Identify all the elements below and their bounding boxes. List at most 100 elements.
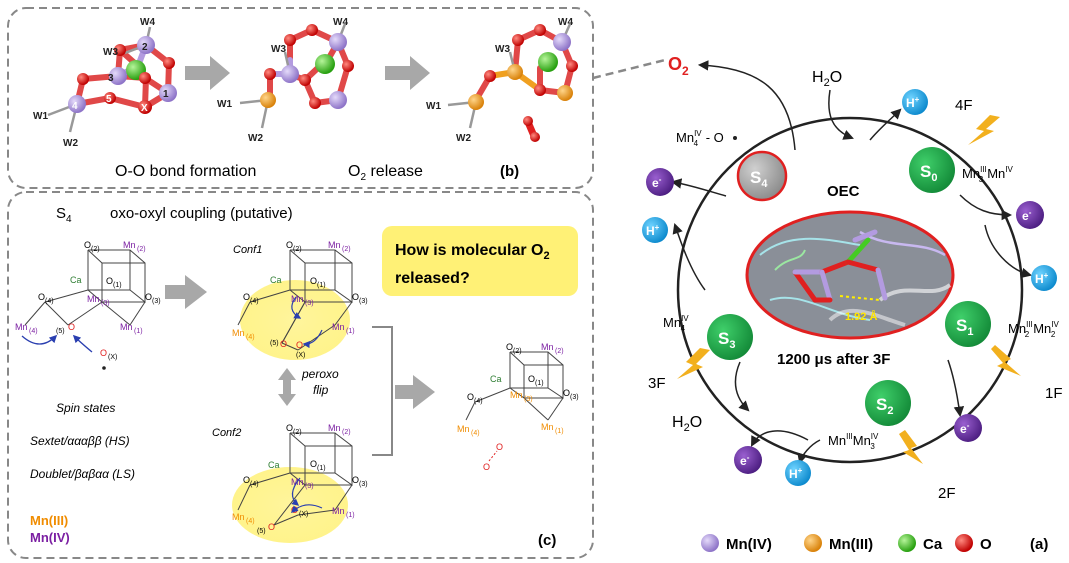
proton-s2 bbox=[785, 460, 811, 486]
c1-mn1-sub: (1) bbox=[346, 328, 355, 335]
label-w1-right: W1 bbox=[426, 101, 441, 112]
flip-label: flip bbox=[313, 383, 329, 397]
p-o4: O bbox=[467, 392, 474, 402]
s4-label: S4 bbox=[56, 205, 72, 225]
p-ca: Ca bbox=[490, 374, 502, 384]
c2-ca: Ca bbox=[268, 460, 280, 470]
cube-s4: O(2) Mn(2) Ca O(1) Mn(3) O(4) O(3) Mn(4)… bbox=[15, 240, 161, 370]
c2-o2: O bbox=[286, 423, 293, 433]
flash-2f bbox=[899, 430, 923, 464]
c2-o2-sub: (2) bbox=[293, 429, 302, 436]
connector-b-to-o2 bbox=[592, 58, 666, 80]
c1-o1-sub: (1) bbox=[317, 282, 326, 289]
p-mn4: Mn bbox=[457, 424, 470, 434]
c1-o1: O bbox=[310, 276, 317, 286]
label-w3: W3 bbox=[103, 47, 118, 58]
c2-o4-sub: (4) bbox=[250, 481, 259, 488]
svg-text:S3: S3 bbox=[718, 329, 735, 351]
atom-o2: O bbox=[84, 240, 91, 250]
conf1-structure: Conf1 O(2) Mn(2) Ca O(1) Mn(3) O(4) O(3)… bbox=[232, 240, 368, 360]
flash-1f bbox=[991, 345, 1021, 376]
cluster-transition: W1 W2 W3 W4 bbox=[217, 17, 354, 144]
atom-mn1: Mn bbox=[120, 322, 133, 332]
electron-s3 bbox=[646, 168, 674, 196]
oec-label: OEC bbox=[827, 183, 860, 200]
o2-label: O2 bbox=[668, 54, 689, 78]
proton-s1 bbox=[1031, 265, 1057, 291]
p-o3: O bbox=[563, 388, 570, 398]
product-structure: O(2) Mn(2) Ca O(1) Mn(3) O(4) O(3) Mn(4)… bbox=[457, 342, 579, 472]
h2o-bottom: H2O bbox=[672, 414, 702, 434]
state-s2: S2 bbox=[865, 380, 911, 426]
c2-mn4-sub: (4) bbox=[246, 518, 255, 525]
flash-4f-label: 4F bbox=[955, 97, 973, 114]
time-label: 1200 μs after 3F bbox=[777, 351, 890, 368]
atom-mn1-sub: (1) bbox=[134, 328, 143, 335]
spin-hs: Sextet/αααββ (HS) bbox=[30, 434, 130, 448]
atom-mn2-sub: (2) bbox=[137, 246, 146, 253]
c2-o1: O bbox=[310, 459, 317, 469]
atom-mn4-sub: (4) bbox=[29, 328, 38, 335]
c1-mn3: Mn bbox=[291, 294, 304, 304]
atom-mn4: Mn bbox=[15, 322, 28, 332]
p-o2-sub: (2) bbox=[513, 348, 522, 355]
atom-ca: Ca bbox=[70, 275, 82, 285]
proton-s3-label: H+ bbox=[646, 223, 660, 238]
label-o5: 5 bbox=[106, 94, 112, 105]
svg-text:S2: S2 bbox=[876, 395, 893, 417]
label-w4-mid: W4 bbox=[333, 17, 348, 28]
label-w4: W4 bbox=[140, 17, 155, 28]
electron-s2-label: e- bbox=[740, 453, 750, 468]
proton-s0 bbox=[902, 89, 928, 115]
conf1-label: Conf1 bbox=[233, 244, 262, 256]
panel-b: W1 W2 W3 W4 1 2 3 4 5 X bbox=[7, 7, 594, 189]
arrow-to-conf1 bbox=[165, 275, 207, 309]
p-mn3-sub: (3) bbox=[524, 396, 533, 403]
flash-4f bbox=[968, 115, 1000, 145]
p-o1: O bbox=[528, 374, 535, 384]
electron-s1-label: e- bbox=[960, 421, 970, 436]
panel-b-frame bbox=[7, 7, 594, 189]
peroxo-flip: peroxo flip bbox=[278, 367, 339, 406]
atom-mn2: Mn bbox=[123, 240, 136, 250]
label-w1: W1 bbox=[33, 111, 48, 122]
label-mn4: 4 bbox=[72, 101, 78, 112]
p-mn3: Mn bbox=[510, 390, 523, 400]
label-w2: W2 bbox=[63, 138, 78, 149]
c1-mn3-sub: (3) bbox=[305, 300, 314, 307]
panel-a-tag: (a) bbox=[1030, 536, 1048, 553]
flash-1f-label: 1F bbox=[1045, 385, 1063, 402]
p-o3-sub: (3) bbox=[570, 394, 579, 401]
c1-mn4: Mn bbox=[232, 328, 245, 338]
legend-mn4-text: Mn(IV) bbox=[30, 530, 70, 545]
p-mn2: Mn bbox=[541, 342, 554, 352]
legend-ca: Ca bbox=[923, 536, 943, 553]
legend-mn4: Mn(IV) bbox=[726, 536, 772, 553]
c2-mn3-sub: (3) bbox=[305, 483, 314, 490]
atom-mn3: Mn bbox=[87, 294, 100, 304]
caption-o2-release: O2 release bbox=[348, 163, 423, 183]
electron-s2 bbox=[734, 446, 762, 474]
c2-mn4: Mn bbox=[232, 512, 245, 522]
panel-b-tag: (b) bbox=[500, 163, 519, 180]
atom-ox-sub: (X) bbox=[108, 354, 117, 361]
state-s3: S3 bbox=[707, 314, 753, 360]
c2-o5: O bbox=[268, 522, 275, 532]
c1-ca: Ca bbox=[270, 275, 282, 285]
atom-o3: O bbox=[145, 292, 152, 302]
p-mn4-sub: (4) bbox=[471, 430, 480, 437]
c2-mn2-sub: (2) bbox=[342, 429, 351, 436]
label-w1-mid: W1 bbox=[217, 99, 232, 110]
electron-s1 bbox=[954, 414, 982, 442]
atom-o4: O bbox=[38, 292, 45, 302]
label-w2-right: W2 bbox=[456, 133, 471, 144]
c1-mn1: Mn bbox=[332, 322, 345, 332]
svg-text:S1: S1 bbox=[956, 316, 973, 338]
caption-oo-formation: O-O bond formation bbox=[115, 163, 256, 180]
p-o4-sub: (4) bbox=[474, 398, 483, 405]
c2-o1-sub: (1) bbox=[317, 465, 326, 472]
p-mn1-sub: (1) bbox=[555, 428, 564, 435]
